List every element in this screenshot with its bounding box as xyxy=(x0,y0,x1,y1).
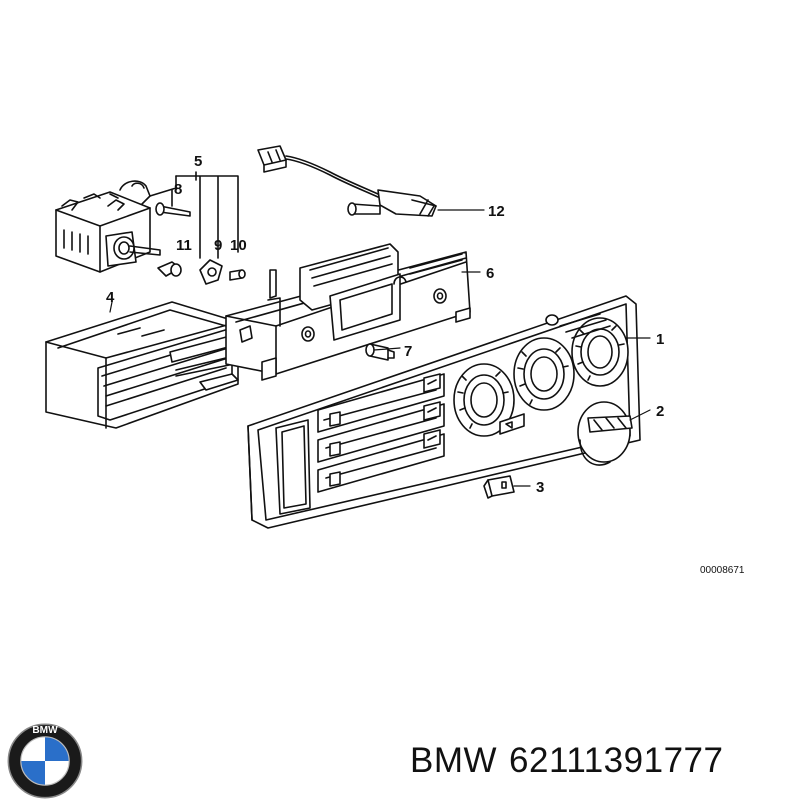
callout-7: 7 xyxy=(404,343,412,360)
part-8-screw xyxy=(155,202,191,217)
callout-12: 12 xyxy=(488,203,505,220)
callout-11: 11 xyxy=(176,237,192,254)
footer-part-label: BMW 62111391777 xyxy=(410,741,735,781)
callout-6: 6 xyxy=(486,265,494,282)
bmw-logo: BMW xyxy=(7,723,83,799)
part-5-actuator xyxy=(55,180,161,273)
part-1-control-panel xyxy=(247,295,641,529)
part-7-bulb xyxy=(365,343,395,361)
part-12-cable-connector xyxy=(257,145,437,217)
callout-2: 2 xyxy=(656,403,664,420)
brand-name: BMW xyxy=(410,741,498,780)
leader-lines xyxy=(109,209,651,487)
part-4-control-box xyxy=(45,301,239,429)
callout-5: 5 xyxy=(194,153,202,170)
callout-4: 4 xyxy=(106,289,115,306)
callout-9: 9 xyxy=(214,237,222,254)
part-number: 62111391777 xyxy=(509,741,724,780)
callout-10: 10 xyxy=(230,237,247,254)
part-2-knob xyxy=(577,401,633,466)
callout-8: 8 xyxy=(174,181,182,198)
part-9-bracket xyxy=(199,259,223,285)
callout-1: 1 xyxy=(656,331,664,348)
callout-3: 3 xyxy=(536,479,544,496)
part-3-button xyxy=(483,475,515,499)
part-6-frame xyxy=(225,243,471,381)
part-11-clip xyxy=(157,261,182,277)
logo-letters: BMW xyxy=(32,725,58,736)
part-10-pin xyxy=(229,269,246,281)
diagram-reference-number: 00008671 xyxy=(700,565,745,576)
